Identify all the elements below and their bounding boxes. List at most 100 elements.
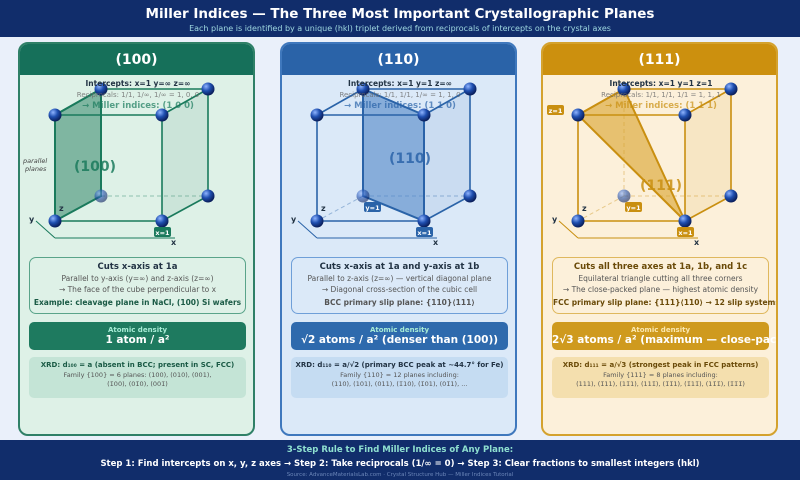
reciprocals-text: Reciprocals: 1/1, 1/1, 1/∞ = 1, 1, 0 xyxy=(339,91,460,99)
cube-edge xyxy=(161,195,209,222)
description-line: → Diagonal cross-section of the cubic ce… xyxy=(321,285,478,294)
atom xyxy=(417,108,431,122)
atom xyxy=(617,82,631,96)
plane-card-110: (110) Cuts x-axis at 1a and y-axis at 1b… xyxy=(280,42,517,436)
xrd-title: XRD: d₁₁₁ = a/√3 (strongest peak in FCC … xyxy=(562,361,759,369)
atom xyxy=(617,189,631,203)
density-value: 1 atom / a² xyxy=(105,334,170,346)
atom xyxy=(94,82,108,96)
density-label: Atomic density xyxy=(369,326,430,334)
atom xyxy=(155,108,169,122)
plane-card-100: (100) Cuts x-axis at 1a Parallel to y-ax… xyxy=(18,42,255,436)
description-box: Cuts x-axis at 1a Parallel to y-axis (y=… xyxy=(29,257,246,314)
cube-edge xyxy=(577,88,625,116)
cube-edge xyxy=(684,88,732,116)
y-axis-label: y xyxy=(29,215,35,224)
density-label: Atomic density xyxy=(630,326,691,334)
reciprocals-text: Reciprocals: 1/1, 1/∞, 1/∞ = 1, 0, 0 xyxy=(77,91,199,99)
cube-edge xyxy=(423,88,471,116)
intercept-tag-label: x=1 xyxy=(678,229,693,237)
atom xyxy=(310,108,324,122)
intercept-tag xyxy=(677,227,694,237)
density-value: √2 atoms / a² (denser than (100)) xyxy=(300,334,499,346)
cube-edge xyxy=(316,88,364,116)
description-example: FCC primary slip plane: {111}⟨110⟩ → 12 … xyxy=(553,298,778,307)
xrd-title: XRD: d₁₁₀ = a/√2 (primary BCC peak at ~4… xyxy=(295,361,504,369)
footer: 3-Step Rule to Find Miller Indices of An… xyxy=(0,440,800,480)
footer-steps: Step 1: Find intercepts on x, y, z axes … xyxy=(100,459,700,469)
atom xyxy=(463,82,477,96)
atom xyxy=(48,214,62,228)
atomic-density-box: Atomic density 2√3 atoms / a² (maximum —… xyxy=(552,322,778,350)
x-axis-label: x xyxy=(433,238,439,247)
atom xyxy=(94,189,108,203)
intercept-tag-label: z=1 xyxy=(549,107,563,115)
atom xyxy=(678,108,692,122)
atom xyxy=(417,214,431,228)
intercept-tag xyxy=(364,202,381,212)
intercept-tag xyxy=(547,105,564,115)
y-axis xyxy=(558,220,579,239)
intercept-tag-label: x=1 xyxy=(417,229,432,237)
xrd-line: Family {100} = 6 planes: (100), (010), (… xyxy=(63,370,212,379)
atom xyxy=(201,82,215,96)
atom xyxy=(678,214,692,228)
x-axis-label: x xyxy=(171,238,177,247)
description-line: Equilateral triangle cutting all three c… xyxy=(578,274,743,283)
hidden-edge xyxy=(577,195,625,222)
description-line: Parallel to z-axis (z=∞) — vertical diag… xyxy=(307,274,492,283)
intercept-tag xyxy=(154,227,171,237)
description-line: → The close-packed plane — highest atomi… xyxy=(562,285,759,294)
atomic-density-box: Atomic density 1 atom / a² xyxy=(29,322,246,350)
xrd-title: XRD: d₁₀₀ = a (absent in BCC; present in… xyxy=(40,361,235,369)
z-axis-label: z xyxy=(321,204,326,213)
y-axis-label: y xyxy=(291,215,297,224)
cube-edge xyxy=(423,195,471,222)
reciprocals-text: Reciprocals: 1/1, 1/1, 1/1 = 1, 1, 1 xyxy=(601,91,721,99)
xrd-line: (110), (101), (011), (1̄10), (1̄01), (01… xyxy=(331,380,468,388)
atom xyxy=(571,108,585,122)
atom xyxy=(201,189,215,203)
header: Miller Indices — The Three Most Importan… xyxy=(0,0,800,37)
xrd-box: XRD: d₁₁₀ = a/√2 (primary BCC peak at ~4… xyxy=(291,357,508,398)
x-axis-label: x xyxy=(694,238,700,247)
density-value: 2√3 atoms / a² (maximum — close-packed) xyxy=(552,334,778,346)
density-label: Atomic density xyxy=(107,326,168,334)
page-title: Miller Indices — The Three Most Importan… xyxy=(145,6,655,22)
description-example: Example: cleavage plane in NaCl, (100) S… xyxy=(33,298,242,307)
description-title: Cuts x-axis at 1a xyxy=(97,262,178,272)
description-line: → The face of the cube perpendicular to … xyxy=(58,285,217,294)
atom xyxy=(356,82,370,96)
atom xyxy=(724,189,738,203)
y-axis-label: y xyxy=(552,215,558,224)
intercept-tag xyxy=(625,202,642,212)
miller-indices-text: → Miller indices: (1 1 0) xyxy=(344,101,456,111)
atom xyxy=(356,189,370,203)
intercept-tag-label: y=1 xyxy=(365,204,380,212)
xrd-line: Family {111} = 8 planes including: xyxy=(603,370,718,379)
cube-edge xyxy=(684,195,732,222)
page-subtitle: Each plane is identified by a unique (hk… xyxy=(189,24,611,33)
atom xyxy=(155,214,169,228)
xrd-line: Family {110} = 12 planes including: xyxy=(340,370,459,379)
card-title: (100) xyxy=(20,44,253,75)
z-axis-label: z xyxy=(582,204,587,213)
miller-indices-text: → Miller indices: (1 0 0) xyxy=(82,101,194,111)
intercept-tag xyxy=(416,227,433,237)
description-title: Cuts x-axis at 1a and y-axis at 1b xyxy=(319,262,480,272)
atom xyxy=(310,214,324,228)
intercept-tag-label: y=1 xyxy=(626,204,641,212)
card-title: (110) xyxy=(282,44,515,75)
plane-label: (111) xyxy=(640,178,682,194)
xrd-line: (1̄00), (01̄0), (001̄) xyxy=(107,380,168,388)
intercepts-text: Intercepts: x=1 y=1 z=1 xyxy=(610,79,713,88)
z-axis-label: z xyxy=(59,204,64,213)
description-example: BCC primary slip plane: {110}⟨111⟩ xyxy=(324,298,475,307)
cube-face xyxy=(685,89,731,221)
intercept-tag-label: x=1 xyxy=(155,229,170,237)
cube-edge xyxy=(161,88,209,116)
hidden-edge xyxy=(316,195,364,222)
